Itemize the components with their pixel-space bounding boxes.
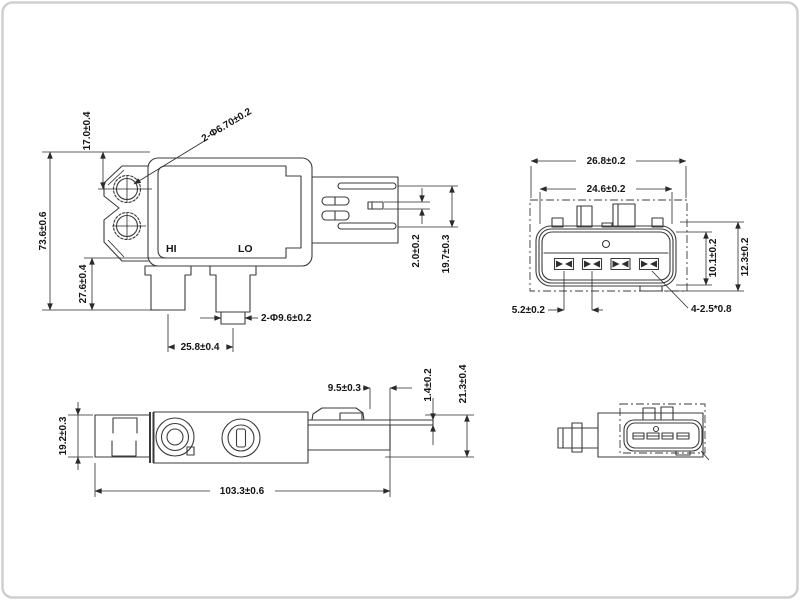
mount-hole-top — [98, 174, 152, 204]
end-keying-tabs — [642, 406, 691, 456]
dim-pin-offset: 2.0±0.2 — [411, 234, 422, 268]
connector-barrel — [307, 424, 391, 451]
side-view-dimensions: 19.2±0.3 103.3±0.6 9.5±0.3 1.4±0.2 21.3±… — [58, 364, 474, 497]
dim-connector-width: 21.3±0.4 — [458, 364, 469, 403]
connector-outer — [535, 225, 677, 287]
bracket-body-junction — [149, 412, 155, 463]
terminal-pin-end — [367, 201, 384, 210]
body-notch — [186, 446, 195, 456]
dim-mount-holes: 2-Φ6.70±0.2 — [200, 106, 254, 144]
hose-port-lo — [209, 265, 257, 325]
side-body — [152, 411, 309, 464]
side-boss-hi — [155, 417, 195, 457]
bracket-gussets — [107, 169, 125, 258]
dim-outer-height: 12.3±0.2 — [740, 237, 751, 276]
end-terminals — [632, 432, 690, 440]
dim-outer-width: 26.8±0.2 — [587, 156, 626, 167]
mount-hole-bottom — [112, 211, 146, 241]
dim-port-spacing: 25.8±0.4 — [181, 342, 220, 353]
index-hole — [601, 239, 611, 249]
port-label-lo: LO — [238, 243, 253, 255]
end-body — [597, 412, 704, 458]
dim-port-diameter: 2-Φ9.6±0.2 — [261, 313, 312, 324]
hose-port-hi — [144, 265, 192, 311]
connector-latch — [311, 407, 365, 421]
mounting-bracket — [103, 165, 149, 262]
port-label-hi: HI — [166, 243, 177, 255]
mating-connector-phantom — [529, 199, 688, 292]
end-index-hole — [652, 425, 660, 433]
dim-connector-height: 19.7±0.3 — [441, 234, 452, 273]
bracket-notches — [111, 417, 138, 457]
dim-overall-height: 73.6±0.6 — [38, 211, 49, 250]
dim-blade-thickness: 1.4±0.2 — [423, 368, 434, 402]
connector-shroud — [311, 176, 399, 244]
dim-terminal-spec: 4-2.5*0.8 — [691, 304, 732, 315]
dim-inner-width: 24.6±0.2 — [587, 184, 626, 195]
end-port-flange — [571, 422, 583, 453]
side-boss-lo — [221, 418, 261, 458]
end-view — [557, 403, 710, 461]
end-port-nipple — [557, 427, 599, 449]
dim-terminal-pitch: 5.2±0.2 — [512, 305, 546, 316]
dim-latch-length: 9.5±0.3 — [328, 383, 362, 394]
side-bracket — [94, 414, 151, 458]
front-view-dimensions: 17.0±0.4 73.6±0.6 27.6±0.4 2-Φ6.70±0.2 2… — [38, 106, 458, 353]
side-view: 19.2±0.3 103.3±0.6 9.5±0.3 1.4±0.2 21.3±… — [58, 364, 474, 497]
connector-terminals — [553, 257, 660, 271]
connector-blade — [307, 419, 434, 426]
dim-port-height: 27.6±0.4 — [78, 264, 89, 303]
end-phantom-outline — [619, 403, 706, 454]
connector-keying-tabs — [551, 203, 664, 292]
side-connector — [307, 407, 434, 451]
connector-view-dimensions: 26.8±0.2 24.6±0.2 10.1±0.2 12.3±0.2 5.2±… — [512, 156, 751, 316]
dim-inner-height: 10.1±0.2 — [708, 238, 719, 277]
dim-overall-length: 103.3±0.6 — [220, 486, 265, 497]
connector-face-view: 26.8±0.2 24.6±0.2 10.1±0.2 12.3±0.2 5.2±… — [512, 156, 751, 316]
dim-hole-spacing: 17.0±0.4 — [82, 111, 93, 150]
front-view: HI LO — [38, 106, 458, 353]
sensor-face-plate — [157, 165, 302, 259]
dim-bracket-height: 19.2±0.3 — [58, 416, 69, 455]
